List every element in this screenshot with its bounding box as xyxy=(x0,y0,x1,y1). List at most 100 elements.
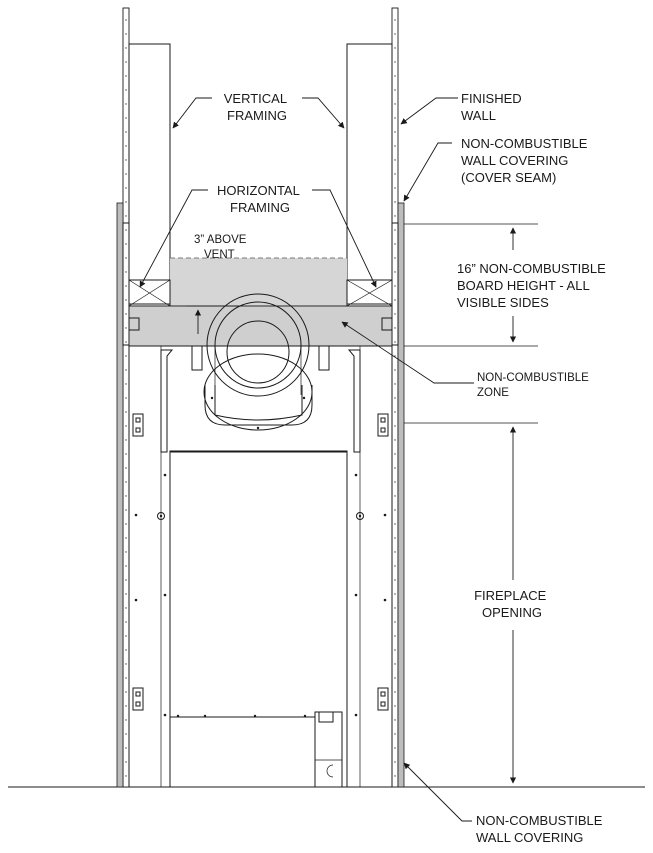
wall-fastener-dot xyxy=(125,229,127,231)
label-finished-wall: FINISHED WALL xyxy=(461,91,525,123)
wall-fastener-dot xyxy=(125,439,127,441)
wall-fastener-dot xyxy=(394,117,396,119)
wall-fastener-dot xyxy=(394,145,396,147)
label-nc-wall-cover-seam: NON-COMBUSTIBLE WALL COVERING (COVER SEA… xyxy=(461,136,591,185)
wall-fastener-dot xyxy=(125,481,127,483)
wall-fastener-dot xyxy=(394,635,396,637)
wall-fastener-dot xyxy=(394,33,396,35)
wall-fastener-dot xyxy=(125,775,127,777)
wall-fastener-dot xyxy=(394,481,396,483)
wall-fastener-dot xyxy=(394,215,396,217)
wall-fastener-dot xyxy=(125,257,127,259)
wall-fastener-dot xyxy=(125,761,127,763)
label-vertical-framing: VERTICAL FRAMING xyxy=(224,91,290,123)
wall-fastener-dot xyxy=(125,691,127,693)
wall-fastener-dot xyxy=(394,691,396,693)
wall-fastener-dot xyxy=(125,61,127,63)
wall-fastener-dot xyxy=(125,705,127,707)
wall-fastener-dot xyxy=(125,313,127,315)
leader-vertical-framing-left xyxy=(172,97,212,129)
wall-fastener-dot xyxy=(125,215,127,217)
wall-fastener-dot xyxy=(394,19,396,21)
wall-fastener-dot xyxy=(125,467,127,469)
header-trim-left xyxy=(128,317,140,331)
wall-fastener-dot xyxy=(394,677,396,679)
header-board xyxy=(128,305,393,347)
wall-fastener-dot xyxy=(125,159,127,161)
nc-wall-covering-left xyxy=(116,202,124,788)
wall-fastener-dot xyxy=(394,369,396,371)
wall-fastener-dot xyxy=(394,733,396,735)
wall-fastener-dot xyxy=(125,537,127,539)
wall-fastener-dot xyxy=(125,33,127,35)
wall-fastener-dot xyxy=(125,607,127,609)
wall-fastener-dot xyxy=(125,369,127,371)
wall-fastener-dot xyxy=(394,271,396,273)
wall-fastener-dot xyxy=(125,593,127,595)
wall-fastener-dot xyxy=(394,775,396,777)
leader-nc-wall-covering xyxy=(403,762,472,822)
wall-fastener-dot xyxy=(125,663,127,665)
wall-fastener-dot xyxy=(125,75,127,77)
wall-fastener-dot xyxy=(125,271,127,273)
wall-fastener-dot xyxy=(125,621,127,623)
wall-fastener-dot xyxy=(394,719,396,721)
wall-fastener-dot xyxy=(125,579,127,581)
wall-fastener-dot xyxy=(394,411,396,413)
wall-fastener-dot xyxy=(125,635,127,637)
wall-fastener-dot xyxy=(394,313,396,315)
wall-fastener-dot xyxy=(394,89,396,91)
wall-fastener-dot xyxy=(125,299,127,301)
wall-fastener-dot xyxy=(125,103,127,105)
wall-fastener-dot xyxy=(394,131,396,133)
leader-horizontal-framing-left xyxy=(139,189,208,288)
wall-fastener-dot xyxy=(394,579,396,581)
wall-fastener-dot xyxy=(125,173,127,175)
wall-fastener-dot xyxy=(125,453,127,455)
wall-fastener-dot xyxy=(125,341,127,343)
wall-fastener-dot xyxy=(394,299,396,301)
label-nc-wall-covering: NON-COMBUSTIBLE WALL COVERING xyxy=(476,813,606,845)
wall-fastener-dot xyxy=(394,75,396,77)
wall-fastener-dot xyxy=(394,565,396,567)
wall-fastener-dot xyxy=(125,509,127,511)
wall-fastener-dot xyxy=(125,131,127,133)
vertical-framing-right xyxy=(346,43,393,305)
wall-fastener-dot xyxy=(125,677,127,679)
wall-fastener-dot xyxy=(125,285,127,287)
leader-vertical-framing-right xyxy=(302,97,345,129)
wall-fastener-dot xyxy=(125,355,127,357)
wall-fastener-dot xyxy=(394,103,396,105)
wall-fastener-dot xyxy=(394,523,396,525)
label-above-vent: 3” ABOVE VENT xyxy=(194,234,250,261)
leader-finished-wall xyxy=(400,97,458,125)
wall-fastener-dot xyxy=(394,201,396,203)
wall-fastener-dot xyxy=(125,733,127,735)
wall-fastener-dot xyxy=(394,495,396,497)
wall-fastener-dot xyxy=(394,439,396,441)
wall-fastener-dot xyxy=(394,173,396,175)
wall-fastener-dot xyxy=(394,159,396,161)
horizontal-framing-right xyxy=(346,279,393,307)
wall-fastener-dot xyxy=(394,327,396,329)
wall-fastener-dot xyxy=(394,47,396,49)
wall-fastener-dots xyxy=(125,19,396,777)
wall-fastener-dot xyxy=(394,649,396,651)
wall-fastener-dot xyxy=(125,551,127,553)
wall-fastener-dot xyxy=(394,285,396,287)
leader-nc-cover-seam xyxy=(403,142,452,202)
wall-fastener-dot xyxy=(394,509,396,511)
wall-fastener-dot xyxy=(125,565,127,567)
wall-fastener-dot xyxy=(394,61,396,63)
wall-fastener-dot xyxy=(394,761,396,763)
wall-fastener-dot xyxy=(394,593,396,595)
vent-pipe xyxy=(203,293,313,431)
wall-fastener-dot xyxy=(125,47,127,49)
label-fireplace-opening: FIREPLACE OPENING xyxy=(474,588,550,620)
wall-fastener-dot xyxy=(125,719,127,721)
wall-fastener-dot xyxy=(394,355,396,357)
wall-fastener-dot xyxy=(394,467,396,469)
wall-fastener-dot xyxy=(394,747,396,749)
wall-fastener-dot xyxy=(125,495,127,497)
wall-fastener-dot xyxy=(125,383,127,385)
